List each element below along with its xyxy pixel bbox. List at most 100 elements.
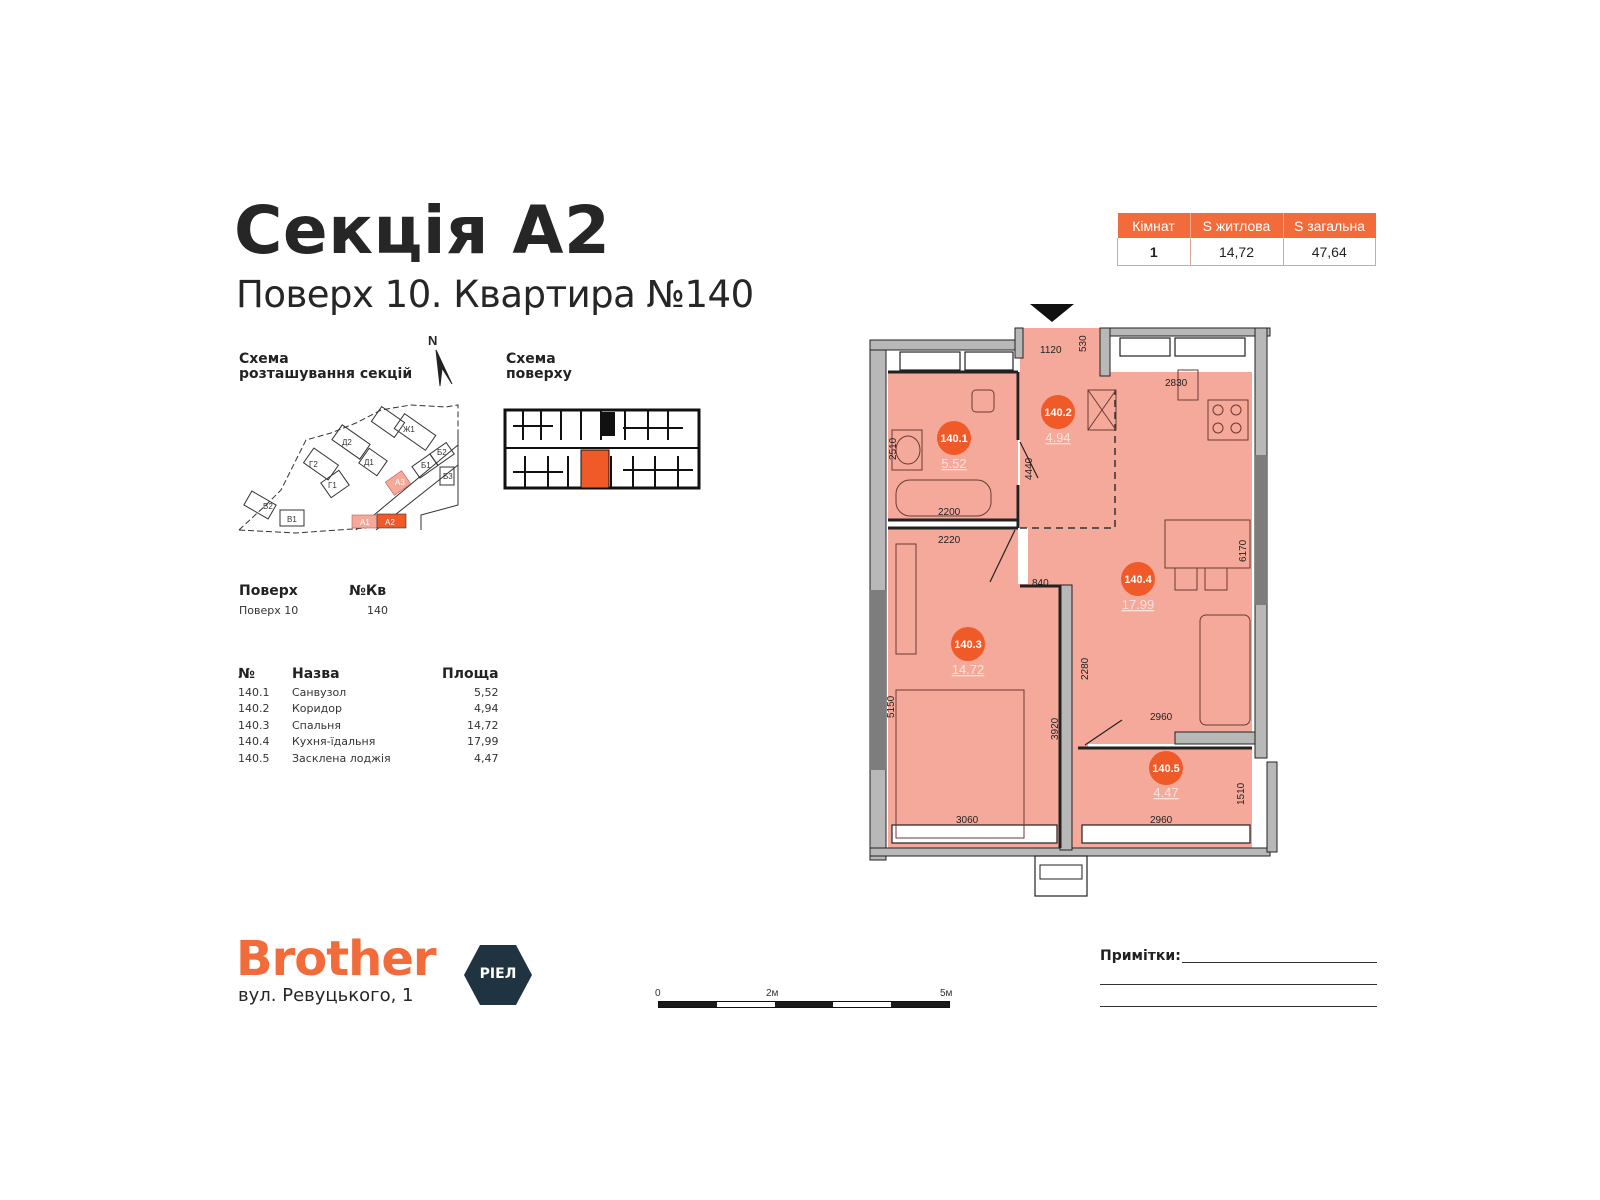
scale-label-2m: 2м — [766, 988, 779, 999]
room-number: 140.4 — [238, 735, 270, 749]
room-area: 5,52 — [474, 685, 499, 699]
svg-text:140.1: 140.1 — [940, 433, 968, 445]
svg-text:А3: А3 — [395, 478, 405, 487]
floor-schema-label-line2: поверху — [506, 365, 572, 382]
address: вул. Ревуцького, 1 — [238, 985, 414, 1006]
svg-text:5.52: 5.52 — [941, 456, 966, 471]
apartment-number-header: №Кв — [349, 583, 387, 599]
svg-text:14.72: 14.72 — [952, 662, 985, 677]
svg-text:А2: А2 — [385, 518, 395, 527]
svg-text:6170: 6170 — [1238, 539, 1249, 562]
svg-text:2280: 2280 — [1080, 657, 1091, 680]
room-name: Коридор — [292, 702, 342, 716]
svg-text:3060: 3060 — [956, 815, 979, 826]
room-number: 140.1 — [238, 685, 270, 699]
svg-text:Г2: Г2 — [309, 460, 318, 469]
summary-header-living-area: S житлова — [1190, 213, 1284, 238]
notes-line-1[interactable] — [1182, 962, 1377, 963]
floor-schema-map — [503, 408, 701, 490]
rooms-header-area: Площа — [442, 666, 499, 682]
svg-text:2510: 2510 — [888, 437, 899, 460]
svg-text:А1: А1 — [360, 518, 370, 527]
svg-text:3920: 3920 — [1050, 717, 1061, 740]
rooms-header-name: Назва — [292, 666, 340, 682]
room-number: 140.2 — [238, 702, 270, 716]
svg-text:Г1: Г1 — [328, 481, 337, 490]
table-row: 140.2 Коридор 4,94 — [238, 701, 499, 718]
entrance-arrow-icon — [1030, 304, 1074, 322]
brand-logo-text: Brother — [236, 931, 437, 987]
room-badge-140-2: 140.2 4.94 — [1041, 395, 1075, 445]
table-row: 140.5 Засклена лоджія 4,47 — [238, 750, 499, 767]
svg-text:В1: В1 — [287, 515, 297, 524]
apartment-subtitle: Поверх 10. Квартира №140 — [236, 273, 754, 316]
table-row: 140.1 Санвузол 5,52 — [238, 684, 499, 701]
apartment-floor-plan: 1120 530 2830 2510 4440 2200 2220 6170 8… — [869, 304, 1278, 897]
apartment-number-value: 140 — [367, 604, 388, 617]
brand-hexagon-logo-icon — [464, 945, 532, 1005]
svg-text:2960: 2960 — [1150, 815, 1173, 826]
svg-text:2830: 2830 — [1165, 378, 1188, 389]
svg-text:1120: 1120 — [1040, 345, 1062, 356]
svg-text:5150: 5150 — [886, 695, 897, 718]
floor-header: Поверх — [239, 583, 298, 599]
floor-schema-label: Схема поверху — [506, 352, 572, 381]
brand-badge-text: РІЕЛ — [479, 966, 517, 982]
svg-text:17.99: 17.99 — [1122, 597, 1155, 612]
table-row: 140.3 Спальня 14,72 — [238, 717, 499, 734]
svg-text:Б2: Б2 — [437, 448, 447, 457]
notes-label: Примітки: — [1100, 948, 1181, 964]
svg-text:2960: 2960 — [1150, 712, 1173, 723]
scale-label-0: 0 — [655, 988, 661, 999]
sections-schema-label-line1: Схема — [239, 351, 289, 367]
floor-value: Поверх 10 — [239, 604, 299, 617]
summary-header-total-area: S загальна — [1283, 213, 1376, 238]
svg-text:Б1: Б1 — [421, 461, 431, 470]
sections-schema-label-line2: розташування секцій — [239, 365, 413, 382]
svg-text:1510: 1510 — [1236, 782, 1247, 805]
room-badge-140-1: 140.1 5.52 — [937, 421, 971, 471]
room-area: 4,47 — [474, 751, 499, 765]
summary-living-area-value: 14,72 — [1189, 238, 1284, 266]
rooms-table: № Назва Площа 140.1 Санвузол 5,52 140.2 … — [238, 664, 499, 767]
svg-text:840: 840 — [1032, 578, 1049, 589]
room-name: Санвузол — [292, 685, 347, 699]
notes-line-2[interactable] — [1100, 984, 1377, 985]
room-number: 140.5 — [238, 751, 270, 765]
svg-text:4.94: 4.94 — [1045, 430, 1070, 445]
svg-text:Д1: Д1 — [364, 458, 374, 467]
scale-bar — [658, 1001, 950, 1008]
room-badge-140-3: 140.3 14.72 — [951, 627, 985, 677]
room-area: 14,72 — [467, 718, 499, 732]
summary-header-rooms: Кімнат — [1117, 213, 1191, 238]
summary-rooms-value: 1 — [1117, 238, 1191, 266]
scale-label-5m: 5м — [940, 988, 953, 999]
room-name: Кухня-їдальня — [292, 735, 376, 749]
section-title: Секція А2 — [234, 192, 611, 269]
north-arrow-icon — [435, 349, 453, 387]
north-label: N — [428, 333, 438, 348]
summary-total-area-value: 47,64 — [1282, 238, 1376, 266]
svg-text:Б3: Б3 — [443, 472, 453, 481]
svg-text:2200: 2200 — [938, 507, 961, 518]
notes-line-3[interactable] — [1100, 1006, 1377, 1007]
svg-text:140.3: 140.3 — [954, 639, 982, 651]
room-name: Засклена лоджія — [292, 751, 391, 765]
room-name: Спальня — [292, 718, 341, 732]
svg-text:4440: 4440 — [1024, 457, 1035, 480]
svg-text:530: 530 — [1078, 335, 1089, 352]
room-number: 140.3 — [238, 718, 270, 732]
table-row: 140.4 Кухня-їдальня 17,99 — [238, 734, 499, 751]
room-area: 17,99 — [467, 735, 499, 749]
svg-text:140.5: 140.5 — [1152, 763, 1180, 775]
svg-text:4.47: 4.47 — [1153, 785, 1178, 800]
svg-text:Д2: Д2 — [342, 438, 352, 447]
room-area: 4,94 — [474, 702, 499, 716]
sections-schema-label: Схема розташування секцій — [239, 352, 412, 381]
sections-site-map: Ж1 Д2 Д1 Г2 Г1 В2 В1 Б2 Б1 Б3 А3 А1 А2 — [238, 404, 459, 534]
summary-table: Кімнат S житлова S загальна 1 14,72 47,6… — [1117, 213, 1376, 266]
room-badge-140-4: 140.4 17.99 — [1121, 562, 1155, 612]
svg-text:140.4: 140.4 — [1124, 574, 1152, 586]
rooms-header-number: № — [238, 666, 255, 682]
svg-text:140.2: 140.2 — [1044, 407, 1072, 419]
